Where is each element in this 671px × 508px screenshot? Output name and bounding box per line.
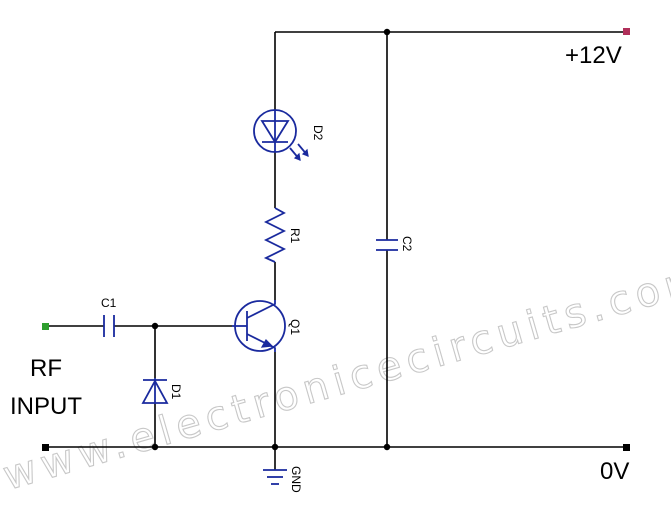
transistor-q1 [232, 300, 286, 352]
label-c1: C1 [101, 296, 117, 310]
capacitor-c2 [376, 239, 398, 251]
label-c2: C2 [400, 236, 414, 252]
junction-node [383, 28, 391, 36]
supply-terminal [623, 28, 630, 35]
supply-label: +12V [565, 42, 622, 69]
wires [45, 31, 627, 470]
resistor-r1 [263, 207, 287, 263]
watermark: www.electronicecircuits.com [0, 254, 671, 500]
label-r1: R1 [288, 228, 302, 244]
junction-node [151, 322, 159, 330]
junction-node [271, 443, 279, 451]
label-d2: D2 [311, 125, 325, 141]
ground-rail-label: 0V [600, 458, 629, 485]
ground-terminal-right [623, 444, 630, 451]
label-q1: Q1 [288, 319, 302, 335]
rf-input-label-line2: INPUT [10, 393, 82, 420]
diode-d1 [141, 378, 169, 404]
capacitor-c1 [103, 315, 115, 337]
junction-node [151, 443, 159, 451]
label-gnd: GND [289, 466, 303, 493]
ground-terminal-left [42, 444, 49, 451]
ground-symbol [263, 469, 287, 485]
input-terminal [42, 323, 49, 330]
junctions [151, 28, 391, 451]
label-d1: D1 [169, 384, 183, 400]
led-d2 [253, 109, 309, 161]
junction-node [383, 443, 391, 451]
rf-input-label-line1: RF [30, 355, 62, 382]
